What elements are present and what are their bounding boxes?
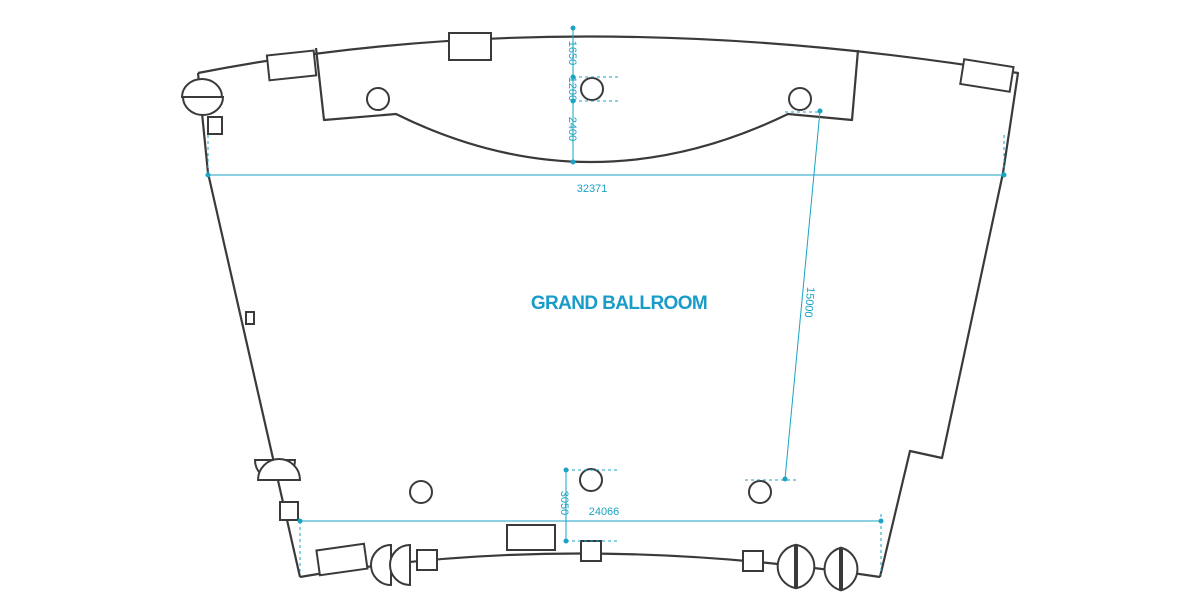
dimension-label-bottom-width: 24066 [589,506,620,518]
dimension-label-top-width: 32371 [577,183,608,195]
dimension-bottom-vertical: 3050 [558,467,620,544]
door-post-top-left [207,116,223,135]
column-top-right [788,87,812,111]
column-bottom-center [579,468,603,492]
column-top-center [580,77,604,101]
dimension-label-2400: 2400 [566,117,578,141]
door-bottom-left [370,543,411,587]
dimension-label-1200: 1200 [566,77,578,101]
door-post-lower-left [279,501,299,521]
dimension-top-vertical: 1650 1200 2400 [566,25,620,165]
bottom-post-left [416,549,438,571]
door-top-left [180,78,225,116]
top-cabinet-center [448,32,492,61]
dimension-label-depth: 15000 [802,286,817,318]
bottom-cabinet-center [506,524,556,551]
top-cabinet-right [959,58,1015,93]
dimension-bottom-width: 24066 [297,506,884,575]
bottom-post-right [742,550,764,572]
door-lower-left [253,458,302,481]
stage-wall [314,47,860,163]
dimension-depth: 15000 [745,108,823,482]
dimension-label-1650: 1650 [566,41,578,65]
dimension-label-3050: 3050 [558,491,570,515]
top-cabinet-left [265,49,318,82]
bottom-cabinet-left [315,542,369,577]
room-title: GRAND BALLROOM [531,293,707,314]
wall-niche [245,311,255,325]
bottom-post-center [580,540,602,562]
dimension-top-width: 32371 [205,135,1007,195]
column-bottom-right [748,480,772,504]
door-bottom-right [776,543,859,592]
column-top-left [366,87,390,111]
column-bottom-left [409,480,433,504]
